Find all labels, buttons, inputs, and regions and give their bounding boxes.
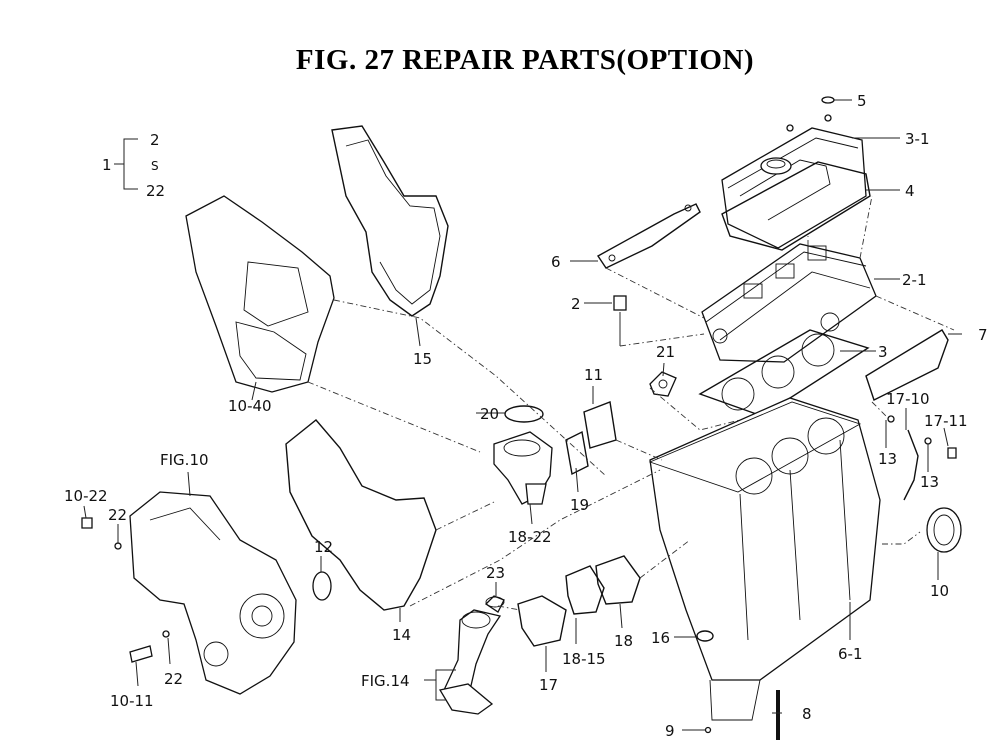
cover-18: [595, 555, 641, 605]
callout-16: 16: [651, 629, 670, 647]
thermostat-housing: [493, 431, 553, 505]
callout-5: 5: [857, 92, 867, 110]
callout-17-11: 17-11: [924, 412, 968, 430]
cylinder-head: [701, 243, 877, 363]
oil-pipe: [903, 429, 919, 501]
stem-seal: [613, 295, 627, 346]
assembly-lines: [307, 195, 955, 611]
callout-10-40: 10-40: [228, 397, 272, 415]
gasket-18-15: [565, 565, 605, 615]
inlet-gasket: [596, 203, 701, 269]
callout-12: 12: [314, 538, 333, 556]
callout-10: 10: [930, 582, 949, 600]
callout-11: 11: [584, 366, 603, 384]
callout-9: 9: [665, 722, 675, 740]
gasket-21: [649, 371, 677, 397]
connecting-rod: [438, 609, 502, 715]
callout-17: 17: [539, 676, 558, 694]
o-ring-16: [696, 630, 714, 642]
valve-cover: [721, 114, 867, 249]
gasket-11: [583, 401, 617, 449]
callout-19: 19: [570, 496, 589, 514]
plug-9: [704, 726, 712, 734]
valve-cover-gasket: [721, 161, 871, 251]
callout-23: 23: [486, 564, 505, 582]
item-1-bracket: [114, 138, 138, 190]
exhaust-gasket: [865, 329, 949, 401]
gear-case-gasket-lower: [285, 419, 437, 611]
cap-washer: [821, 96, 835, 104]
callout-2-top: 2: [150, 131, 160, 149]
bushing: [484, 595, 505, 613]
o-ring: [504, 405, 544, 423]
callout-fig10: FIG.10: [160, 451, 209, 469]
bolt-17-11: [947, 447, 957, 459]
callout-6-1: 6-1: [838, 645, 863, 663]
washer-22b: [162, 630, 170, 638]
callout-3: 3: [878, 343, 888, 361]
gear-case-plate: [185, 195, 335, 393]
callout-22a: 22: [108, 506, 127, 524]
crank-seal: [312, 571, 332, 601]
callout-13b: 13: [920, 473, 939, 491]
callout-22b: 22: [164, 670, 183, 688]
callout-4: 4: [905, 182, 915, 200]
callout-10-11: 10-11: [110, 692, 154, 710]
callout-14: 14: [392, 626, 411, 644]
part-callouts: 2 1 S 22 5 3-1 4 6 2-1 2 7 3 21 11 17-10…: [64, 92, 988, 740]
callout-7: 7: [978, 326, 988, 344]
leader-lines: [83, 99, 962, 731]
callout-15: 15: [413, 350, 432, 368]
callout-3-1: 3-1: [905, 130, 930, 148]
gear-case-gasket-upper: [331, 125, 449, 317]
callout-8: 8: [802, 705, 812, 723]
head-gasket: [698, 329, 870, 417]
callout-17-10: 17-10: [886, 390, 930, 408]
callout-2-1: 2-1: [902, 271, 927, 289]
callout-21: 21: [656, 343, 675, 361]
gasket-19: [565, 430, 589, 476]
callout-10-22: 10-22: [64, 487, 108, 505]
callout-2: 2: [571, 295, 581, 313]
callout-6: 6: [551, 253, 561, 271]
callout-fig14: FIG.14: [361, 672, 410, 690]
callout-18-15: 18-15: [562, 650, 606, 668]
figure-title: FIG. 27 REPAIR PARTS(OPTION): [295, 44, 755, 76]
cylinder-block: [648, 397, 881, 721]
bolt-10-22: [81, 517, 93, 529]
washer-13a: [887, 415, 895, 423]
callout-20: 20: [480, 405, 499, 423]
callout-13a: 13: [878, 450, 897, 468]
callout-tilde: S: [151, 159, 159, 173]
callout-18: 18: [614, 632, 633, 650]
front-gear-cover: [129, 491, 297, 695]
callout-18-22: 18-22: [508, 528, 552, 546]
callout-22-top: 22: [146, 182, 165, 200]
callout-1: 1: [102, 156, 112, 174]
oil-seal: [926, 507, 962, 553]
cover-17: [517, 595, 567, 647]
washer-13b: [924, 437, 932, 445]
bolt-10-11: [129, 645, 153, 663]
